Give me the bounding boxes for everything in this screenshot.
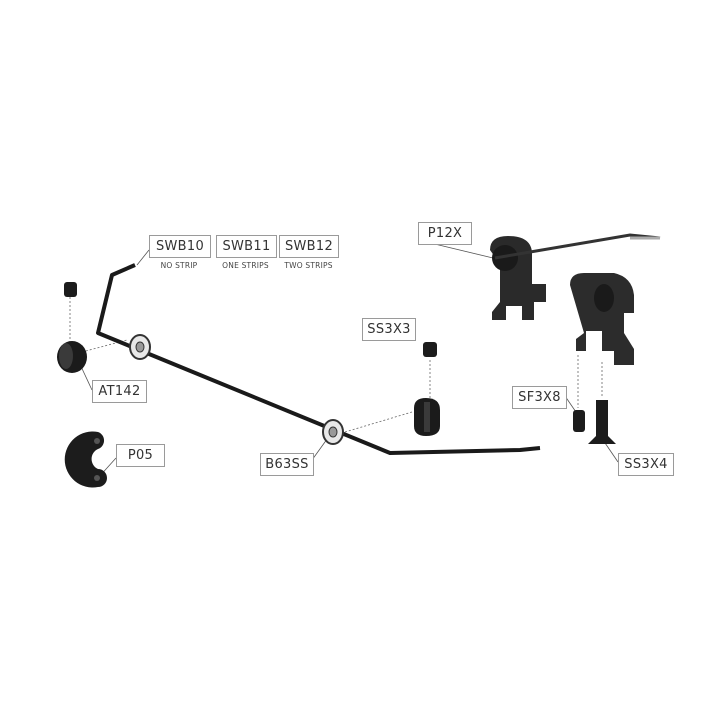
label-sf3x8: SF3X8 (512, 386, 567, 409)
label-swb12-sub: TWO STRIPS (284, 261, 333, 270)
label-swb12: SWB12 (279, 235, 339, 258)
bearing-left (129, 334, 151, 360)
label-b63ss: B63SS (260, 453, 314, 476)
label-ss3x4: SS3X4 (618, 453, 674, 476)
p12x-mount (490, 233, 661, 320)
second-mount (570, 273, 634, 365)
label-p12x: P12X (418, 222, 472, 245)
sway-bar-wire (96, 263, 541, 455)
p05-link (64, 431, 107, 488)
label-swb11-sub: ONE STRIPS (222, 261, 269, 270)
label-ss3x3: SS3X3 (362, 318, 416, 341)
bearing-right (322, 419, 344, 445)
label-at142: AT142 (92, 380, 147, 403)
grub-screw-left (64, 282, 77, 297)
leader-swb10 (136, 249, 150, 266)
label-swb10-sub: NO STRIP (160, 261, 198, 270)
label-swb10: SWB10 (149, 235, 211, 258)
label-swb11: SWB11 (216, 235, 277, 258)
label-p05: P05 (116, 444, 165, 467)
